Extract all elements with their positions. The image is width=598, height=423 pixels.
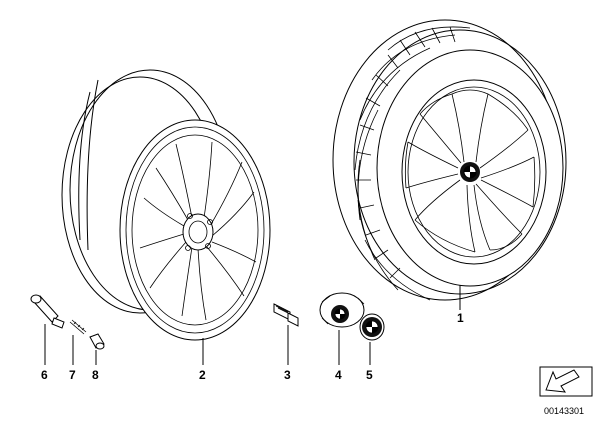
tyre-tread xyxy=(354,26,471,301)
callout-3: 3 xyxy=(284,368,291,382)
valve-cap xyxy=(89,333,105,350)
rim-spokes xyxy=(139,141,257,321)
callout-4: 4 xyxy=(335,368,342,382)
leader-lines xyxy=(44,285,461,365)
direction-arrow-icon xyxy=(545,369,580,393)
callout-2: 2 xyxy=(199,368,206,382)
wheel-spokes xyxy=(404,89,536,253)
callout-8: 8 xyxy=(92,368,99,382)
callout-7: 7 xyxy=(69,368,76,382)
direction-arrow-box xyxy=(539,366,593,397)
wheel-bolt xyxy=(273,303,299,327)
light-alloy-rim xyxy=(61,69,271,341)
callout-1: 1 xyxy=(457,311,464,325)
hub-cap xyxy=(319,292,365,328)
figure-number: 00143301 xyxy=(544,406,584,416)
callout-5: 5 xyxy=(366,368,373,382)
rubber-valve xyxy=(30,294,65,329)
emblem xyxy=(359,313,385,341)
complete-wheel-with-tyre xyxy=(332,19,567,301)
callout-6: 6 xyxy=(41,368,48,382)
valve-insert xyxy=(69,319,87,335)
